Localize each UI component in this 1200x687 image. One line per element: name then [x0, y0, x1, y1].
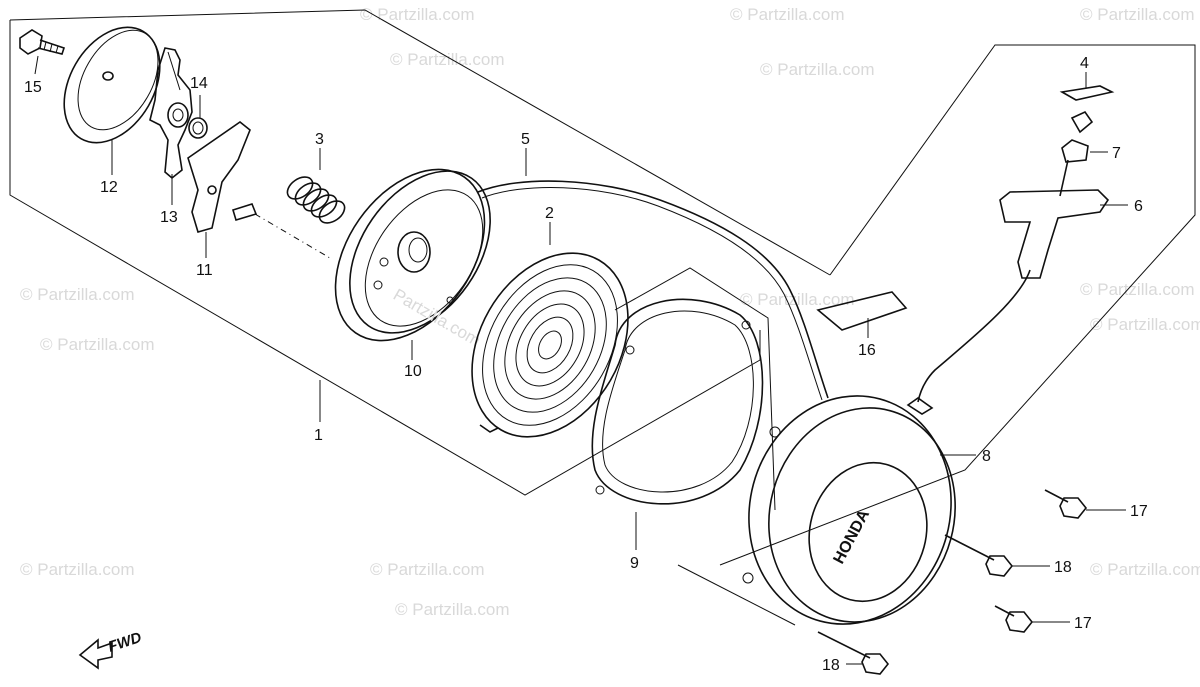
knot-7-outline	[1061, 139, 1089, 163]
ring-14-outer	[188, 117, 208, 139]
cap-4-outline	[1059, 85, 1115, 101]
pawl-11-outline	[187, 121, 251, 233]
rope-knot-7[interactable]	[1059, 110, 1094, 197]
bolt-17-upper[interactable]	[1044, 489, 1088, 519]
ratchet-guide-13[interactable]	[149, 47, 193, 180]
part-label-5: 5	[521, 131, 530, 148]
leader-lines	[34, 55, 1128, 665]
frame-gasket	[614, 267, 776, 511]
starter-handle-6[interactable]	[999, 189, 1110, 279]
frame-assembly-top	[9, 9, 831, 276]
bolt-15[interactable]	[19, 29, 66, 55]
cover-8-rope-guide	[906, 397, 934, 415]
fwd-label: FWD	[106, 629, 144, 656]
watermark: © Partzilla.com	[760, 60, 875, 79]
watermark: © Partzilla.com	[1080, 280, 1195, 299]
watermark: © Partzilla.com	[390, 50, 505, 69]
watermark: © Partzilla.com	[370, 560, 485, 579]
part-label-8: 8	[982, 448, 991, 465]
watermark: © Partzilla.com	[40, 335, 155, 354]
watermark: © Partzilla.com	[395, 600, 510, 619]
part-label-17-lower: 17	[1074, 615, 1092, 632]
frame-assembly-1	[9, 20, 761, 496]
watermark: © Partzilla.com	[1090, 315, 1200, 334]
part-label-12: 12	[100, 179, 118, 196]
forward-arrow: FWD	[78, 629, 144, 670]
watermark: © Partzilla.com	[20, 285, 135, 304]
bolt-17-lower[interactable]	[994, 605, 1034, 633]
part-label-16: 16	[858, 342, 876, 359]
guide-13-boss	[167, 102, 189, 128]
part-label-18-upper: 18	[1054, 559, 1072, 576]
reel-10-outer	[334, 168, 486, 342]
label-16-outline	[816, 291, 908, 331]
part-label-11: 11	[196, 262, 213, 279]
part-label-6: 6	[1134, 198, 1143, 215]
part-label-3: 3	[315, 131, 324, 148]
watermark: © Partzilla.com	[1090, 560, 1200, 579]
part-label-18-lower: 18	[822, 657, 840, 674]
spring-3[interactable]	[283, 173, 348, 228]
cover-logo: HONDA	[831, 507, 874, 567]
watermark: © Partzilla.com	[20, 560, 135, 579]
center-watermark: Partzilla.com	[390, 285, 484, 350]
frame-cover-assembly	[719, 44, 1196, 566]
part-label-13: 13	[160, 209, 178, 226]
fwd-arrow-icon	[78, 638, 113, 670]
pawl-11-hole	[207, 185, 217, 195]
handle-rope	[917, 269, 1031, 403]
bolt-18-upper[interactable]	[944, 534, 1014, 577]
cover-8-outer	[748, 395, 952, 625]
part-label-9: 9	[630, 555, 639, 572]
pawl-11-pin	[232, 203, 258, 221]
ring-14[interactable]	[188, 117, 208, 139]
part-label-4: 4	[1080, 55, 1089, 72]
plate-12-hole	[102, 71, 114, 81]
part-label-17-upper: 17	[1130, 503, 1148, 520]
handle-cap-4[interactable]	[1059, 85, 1115, 101]
watermark: © Partzilla.com	[740, 290, 855, 309]
part-labels: 15 12 13 14 11 3 10 1 2 5 9 4 7 6 16 8 1…	[24, 55, 1148, 674]
watermark: © Partzilla.com	[730, 5, 845, 24]
assembly-frames	[9, 9, 1196, 626]
gasket-9-outer	[591, 298, 764, 505]
cover-8-logo-disk	[808, 461, 928, 603]
part-label-15: 15	[24, 79, 42, 96]
pawl-11[interactable]	[187, 121, 258, 233]
part-label-1: 1	[314, 427, 323, 444]
ratchet-plate-12[interactable]	[45, 10, 180, 159]
spring-2-outer	[471, 252, 629, 438]
frame-cover-bottom	[677, 564, 796, 626]
bolt-18-lower[interactable]	[817, 631, 890, 675]
reel-10-hub	[397, 231, 431, 273]
axis-line	[254, 213, 331, 259]
recoil-spring-2[interactable]	[440, 225, 659, 465]
gasket-9[interactable]	[591, 298, 764, 505]
starter-cover-8[interactable]: HONDA	[724, 373, 979, 647]
part-label-2: 2	[545, 205, 554, 222]
starter-rope-5[interactable]	[477, 180, 829, 399]
part-label-7: 7	[1112, 145, 1121, 162]
plate-12-outline	[63, 26, 161, 144]
guide-13-outline	[149, 47, 193, 180]
watermark: © Partzilla.com	[1080, 5, 1195, 24]
watermark: © Partzilla.com	[360, 5, 475, 24]
label-16[interactable]	[816, 291, 908, 331]
handle-6-outline	[999, 189, 1110, 279]
part-label-14: 14	[190, 75, 208, 92]
spring-2-hook	[479, 424, 499, 433]
part-label-10: 10	[404, 363, 422, 380]
bolt-15-head	[19, 29, 43, 55]
starter-reel-10[interactable]	[305, 142, 519, 369]
watermark-layer: © Partzilla.com © Partzilla.com © Partzi…	[20, 5, 1200, 619]
